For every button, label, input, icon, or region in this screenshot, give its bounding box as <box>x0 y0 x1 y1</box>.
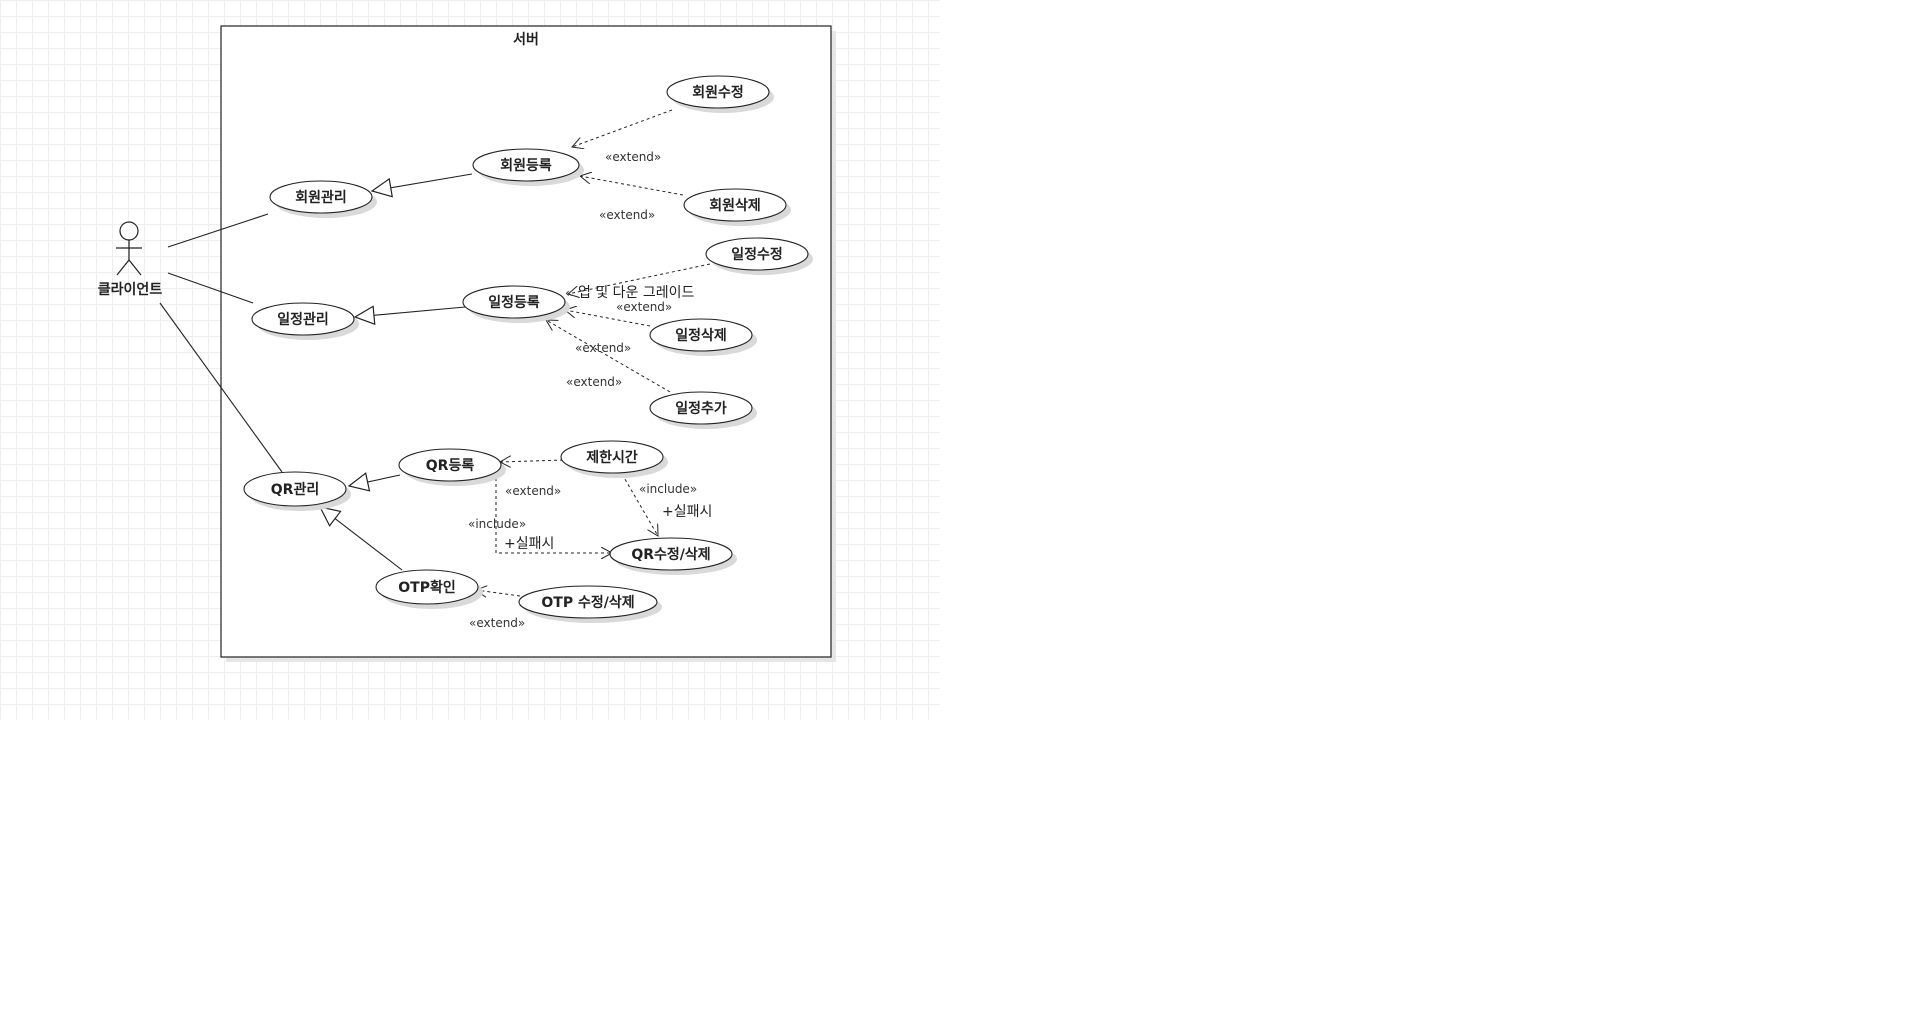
use-case-otp-check[interactable]: OTP확인 <box>375 569 483 609</box>
use-case-schedule-manage[interactable]: 일정관리 <box>251 302 359 340</box>
associations <box>159 213 283 473</box>
use-case-otp-edit-delete[interactable]: OTP 수정/삭제 <box>518 585 662 623</box>
use-case-member-edit[interactable]: 회원수정 <box>666 75 774 113</box>
use-case-member-manage[interactable]: 회원관리 <box>269 180 377 218</box>
system-title: 서버 <box>513 31 539 48</box>
dependencies <box>476 109 711 596</box>
use-case-label: 회원등록 <box>500 158 552 174</box>
actor-client[interactable]: 클라이언트 <box>98 221 163 298</box>
on-fail-note: +실패시 <box>504 536 554 552</box>
use-case-label: 일정삭제 <box>675 327 727 344</box>
use-case-member-delete[interactable]: 회원삭제 <box>683 188 791 226</box>
extend-label: «extend» <box>575 341 631 355</box>
extend-label-partial: « <box>565 286 572 300</box>
include-label: «include» <box>639 482 697 496</box>
extend-label: «extend» <box>605 150 661 164</box>
on-fail-note: +실패시 <box>662 504 712 520</box>
use-case-label: QR관리 <box>271 481 319 498</box>
use-case-schedule-edit[interactable]: 일정수정 <box>705 237 813 275</box>
extend-label: «extend» <box>599 208 655 222</box>
include-label: «include» <box>468 517 526 531</box>
use-case-label: OTP확인 <box>398 579 455 596</box>
extend-label: «extend» <box>616 300 672 314</box>
extend-label: «extend» <box>505 484 561 498</box>
notes: « 업 및 다운 그레이드 +실패시 +실패시 <box>504 285 712 552</box>
use-case-qr-register[interactable]: QR등록 <box>398 448 506 486</box>
upgrade-downgrade-note: 업 및 다운 그레이드 <box>578 285 695 301</box>
use-case-label: 일정수정 <box>731 246 783 263</box>
use-case-schedule-delete[interactable]: 일정삭제 <box>649 318 757 356</box>
use-case-time-limit[interactable]: 제한시간 <box>560 440 668 478</box>
generalizations <box>318 173 473 571</box>
use-case-label: QR등록 <box>426 458 475 474</box>
use-case-label: 회원수정 <box>692 84 744 101</box>
actor-label: 클라이언트 <box>98 281 163 298</box>
use-case-label: 일정추가 <box>675 400 727 417</box>
use-case-label: 제한시간 <box>586 449 638 466</box>
use-case-label: 회원삭제 <box>709 198 761 214</box>
use-case-label: OTP 수정/삭제 <box>541 594 634 611</box>
use-case-schedule-add[interactable]: 일정추가 <box>649 391 757 429</box>
use-case-label: 일정관리 <box>277 311 329 328</box>
extend-label: «extend» <box>566 375 622 389</box>
use-case-label: 일정등록 <box>488 294 540 311</box>
use-case-diagram: 서버 클라이언트 «extend» <box>98 25 836 662</box>
stereotype-labels: «extend» «extend» «extend» «extend» «ext… <box>468 150 697 630</box>
use-case-label: 회원관리 <box>295 189 347 206</box>
use-case-schedule-register[interactable]: 일정등록 <box>462 285 570 323</box>
use-case-qr-manage[interactable]: QR관리 <box>243 471 351 511</box>
use-case-label: QR수정/삭제 <box>631 546 710 563</box>
actor-stick-figure-icon <box>116 221 142 276</box>
use-case-member-register[interactable]: 회원등록 <box>472 148 584 186</box>
use-case-qr-edit-delete[interactable]: QR수정/삭제 <box>609 537 737 575</box>
extend-label: «extend» <box>469 616 525 630</box>
